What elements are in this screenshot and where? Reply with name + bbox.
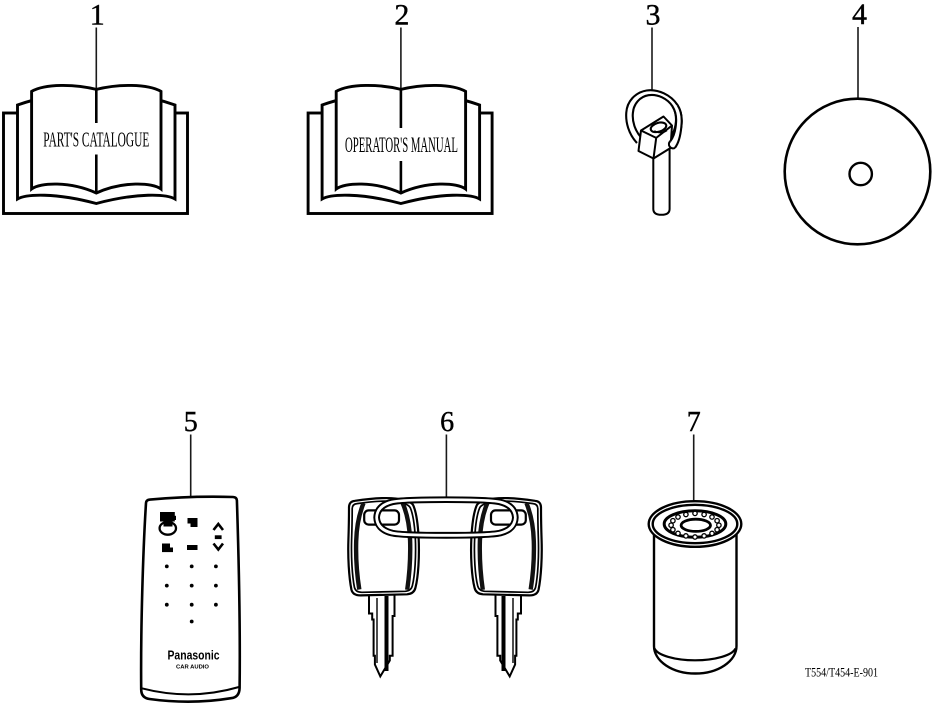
svg-text:6: 6 — [440, 407, 454, 438]
svg-text:CAR AUDIO: CAR AUDIO — [176, 665, 210, 671]
svg-text:OPERATOR'S MANUAL: OPERATOR'S MANUAL — [345, 132, 458, 157]
svg-text:3: 3 — [646, 0, 661, 32]
svg-text:4: 4 — [852, 0, 867, 31]
svg-text:5: 5 — [184, 407, 198, 438]
svg-text:PART'S CATALOGUE: PART'S CATALOGUE — [43, 127, 149, 151]
svg-text:7: 7 — [687, 407, 701, 438]
svg-text:T554/T454-E-901: T554/T454-E-901 — [805, 666, 878, 680]
svg-text:2: 2 — [394, 0, 409, 32]
svg-text:1: 1 — [90, 0, 105, 32]
svg-text:Panasonic: Panasonic — [168, 649, 220, 663]
